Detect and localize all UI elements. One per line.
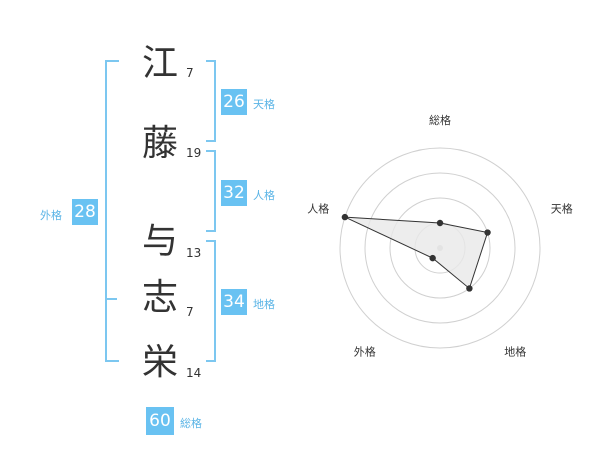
stroke-count-4: 7 <box>186 305 194 319</box>
radar-ring-3 <box>364 172 516 324</box>
stroke-count-1: 7 <box>186 66 194 80</box>
gaikaku-value: 28 <box>72 199 98 225</box>
jinkaku-bracket <box>206 150 216 232</box>
stroke-count-3: 13 <box>186 246 202 260</box>
gaikaku-bracket-tick <box>105 298 117 300</box>
gaikaku-label: 外格 <box>40 209 62 222</box>
name-char-5: 栄 <box>141 342 178 383</box>
gaikaku-bracket <box>105 60 119 362</box>
name-char-4: 志 <box>141 277 178 318</box>
radar-point-5 <box>341 213 349 221</box>
radar-point-1 <box>436 219 444 227</box>
radar-axis-label-4: 外格 <box>354 345 376 359</box>
radar-axis-label-2: 天格 <box>551 201 573 215</box>
radar-ring-2 <box>389 197 491 299</box>
radar-axis-label-3: 地格 <box>504 345 526 359</box>
jinkaku-value: 32 <box>221 180 247 206</box>
name-char-3: 与 <box>141 221 178 262</box>
stroke-count-5: 14 <box>186 366 202 380</box>
radar-point-2 <box>484 229 491 236</box>
chikaku-bracket <box>206 240 216 362</box>
soukaku-value: 60 <box>146 407 174 435</box>
radar-axis-label-1: 総格 <box>429 113 451 127</box>
tenkaku-value: 26 <box>221 89 247 115</box>
soukaku-label: 総格 <box>180 417 202 430</box>
radar-axis-label-5: 人格 <box>307 201 329 215</box>
stroke-count-2: 19 <box>186 146 202 160</box>
tenkaku-label: 天格 <box>253 98 275 111</box>
name-char-1: 江 <box>141 43 178 84</box>
tenkaku-bracket <box>206 60 216 142</box>
name-char-2: 藤 <box>141 123 178 164</box>
chikaku-value: 34 <box>221 289 247 315</box>
chikaku-label: 地格 <box>253 298 275 311</box>
radar-polygon <box>344 216 489 290</box>
radar-ring-4 <box>339 147 541 349</box>
radar-point-3 <box>466 285 473 292</box>
jinkaku-label: 人格 <box>253 189 275 202</box>
radar-point-4 <box>429 254 436 262</box>
